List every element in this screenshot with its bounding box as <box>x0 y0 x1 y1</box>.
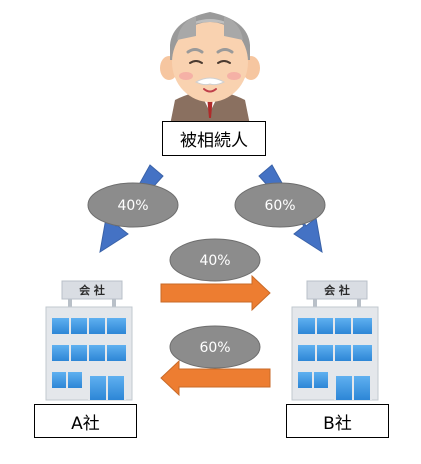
arrow-b-to-a <box>160 359 271 397</box>
person-label: 被相続人 <box>162 121 266 156</box>
ownership-b-to-a: 60% <box>169 325 261 369</box>
ownership-person-to-b: 60% <box>234 182 326 228</box>
elderly-man-icon <box>160 12 260 125</box>
ownership-b-to-a-label: 60% <box>199 340 230 356</box>
company-b-sign: 会 社 <box>324 283 350 297</box>
ownership-a-to-b: 40% <box>169 238 261 282</box>
person-label-text: 被相続人 <box>180 131 248 151</box>
ownership-person-to-a-label: 40% <box>117 198 148 214</box>
company-b-label: B社 <box>286 404 389 438</box>
arrow-a-to-b <box>160 274 271 312</box>
company-a-label: A社 <box>34 404 137 438</box>
ownership-a-to-b-label: 40% <box>199 253 230 269</box>
ownership-person-to-a: 40% <box>87 182 179 228</box>
company-b-building-icon: 会 社 <box>291 280 379 401</box>
company-a-building-icon: 会 社 <box>45 280 133 401</box>
company-a-label-text: A社 <box>71 413 100 434</box>
company-a-sign: 会 社 <box>79 283 105 297</box>
company-b-label-text: B社 <box>323 413 352 434</box>
ownership-person-to-b-label: 60% <box>264 198 295 214</box>
